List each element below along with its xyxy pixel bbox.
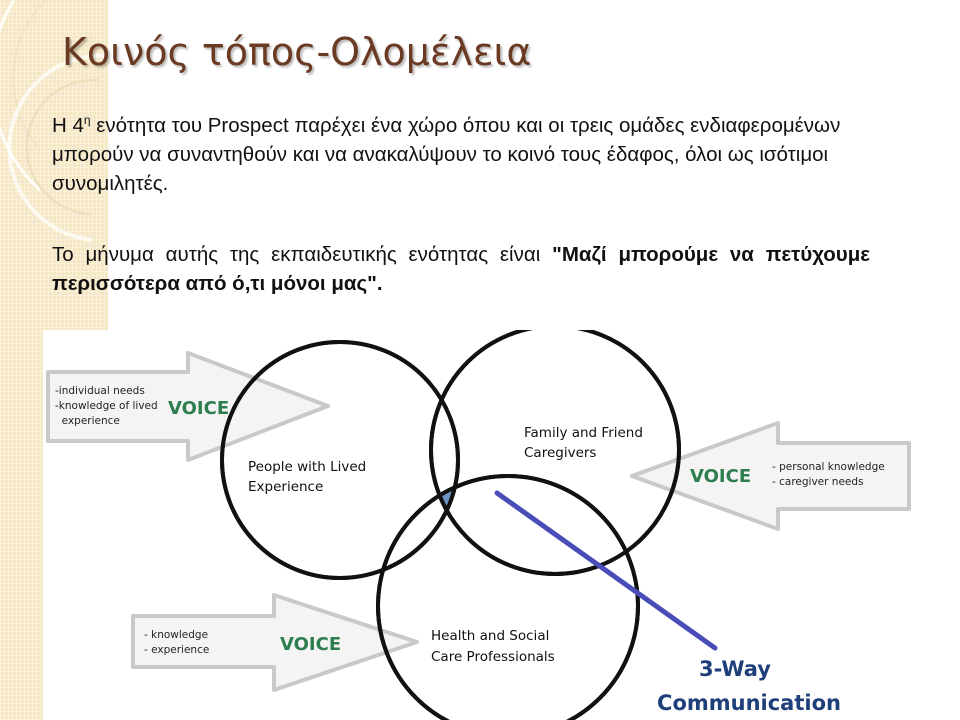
family-note-2: - caregiver needs: [772, 476, 864, 488]
communication-pointer: [494, 490, 718, 651]
ordinal-superscript: η: [83, 113, 91, 128]
slide-title: Κοινός τόπος-Ολομέλεια: [62, 30, 532, 74]
message-quote: "Μαζί μπορούμε να πετύχουμε περισσότερα …: [52, 243, 870, 295]
message-text: Το μήνυμα αυτής της εκπαιδευτικής ενότητ…: [52, 243, 553, 266]
venn-diagram: People with Lived Experience Family and …: [43, 330, 960, 720]
label-lived-line2: Experience: [248, 479, 323, 495]
decorative-arcs: [0, 0, 113, 242]
voice-label-family: VOICE: [690, 466, 751, 487]
label-family-line2: Caregivers: [524, 445, 596, 461]
three-way-line2: Communication: [657, 691, 841, 715]
voice-label-professionals: VOICE: [280, 634, 341, 655]
family-note-1: - personal knowledge: [772, 461, 885, 473]
label-family-line1: Family and Friend: [524, 425, 643, 441]
arrow-lived-experience: [46, 351, 330, 462]
voice-label-lived: VOICE: [168, 398, 229, 419]
lived-note-2: -knowledge of lived: [55, 400, 158, 412]
intro-paragraph: Η 4η ενότητα του Prospect παρέχει ένα χώ…: [52, 111, 878, 198]
label-lived-line1: People with Lived: [248, 459, 366, 475]
intro-text-rest: ενότητα του Prospect παρέχει ένα χώρο όπ…: [52, 114, 841, 195]
message-paragraph: Το μήνυμα αυτής της εκπαιδευτικής ενότητ…: [52, 240, 870, 298]
arrow-family-caregivers: [630, 421, 911, 531]
label-professionals-line1: Health and Social: [431, 628, 549, 644]
professionals-note-1: - knowledge: [144, 629, 208, 641]
arrow-professionals: [131, 593, 419, 692]
label-professionals-line2: Care Professionals: [431, 649, 555, 665]
lived-note-3: experience: [55, 415, 120, 427]
three-way-line1: 3-Way: [699, 657, 771, 681]
lived-note-1: -individual needs: [55, 385, 145, 397]
intro-text-start: Η 4: [52, 114, 84, 137]
professionals-note-2: - experience: [144, 644, 209, 656]
